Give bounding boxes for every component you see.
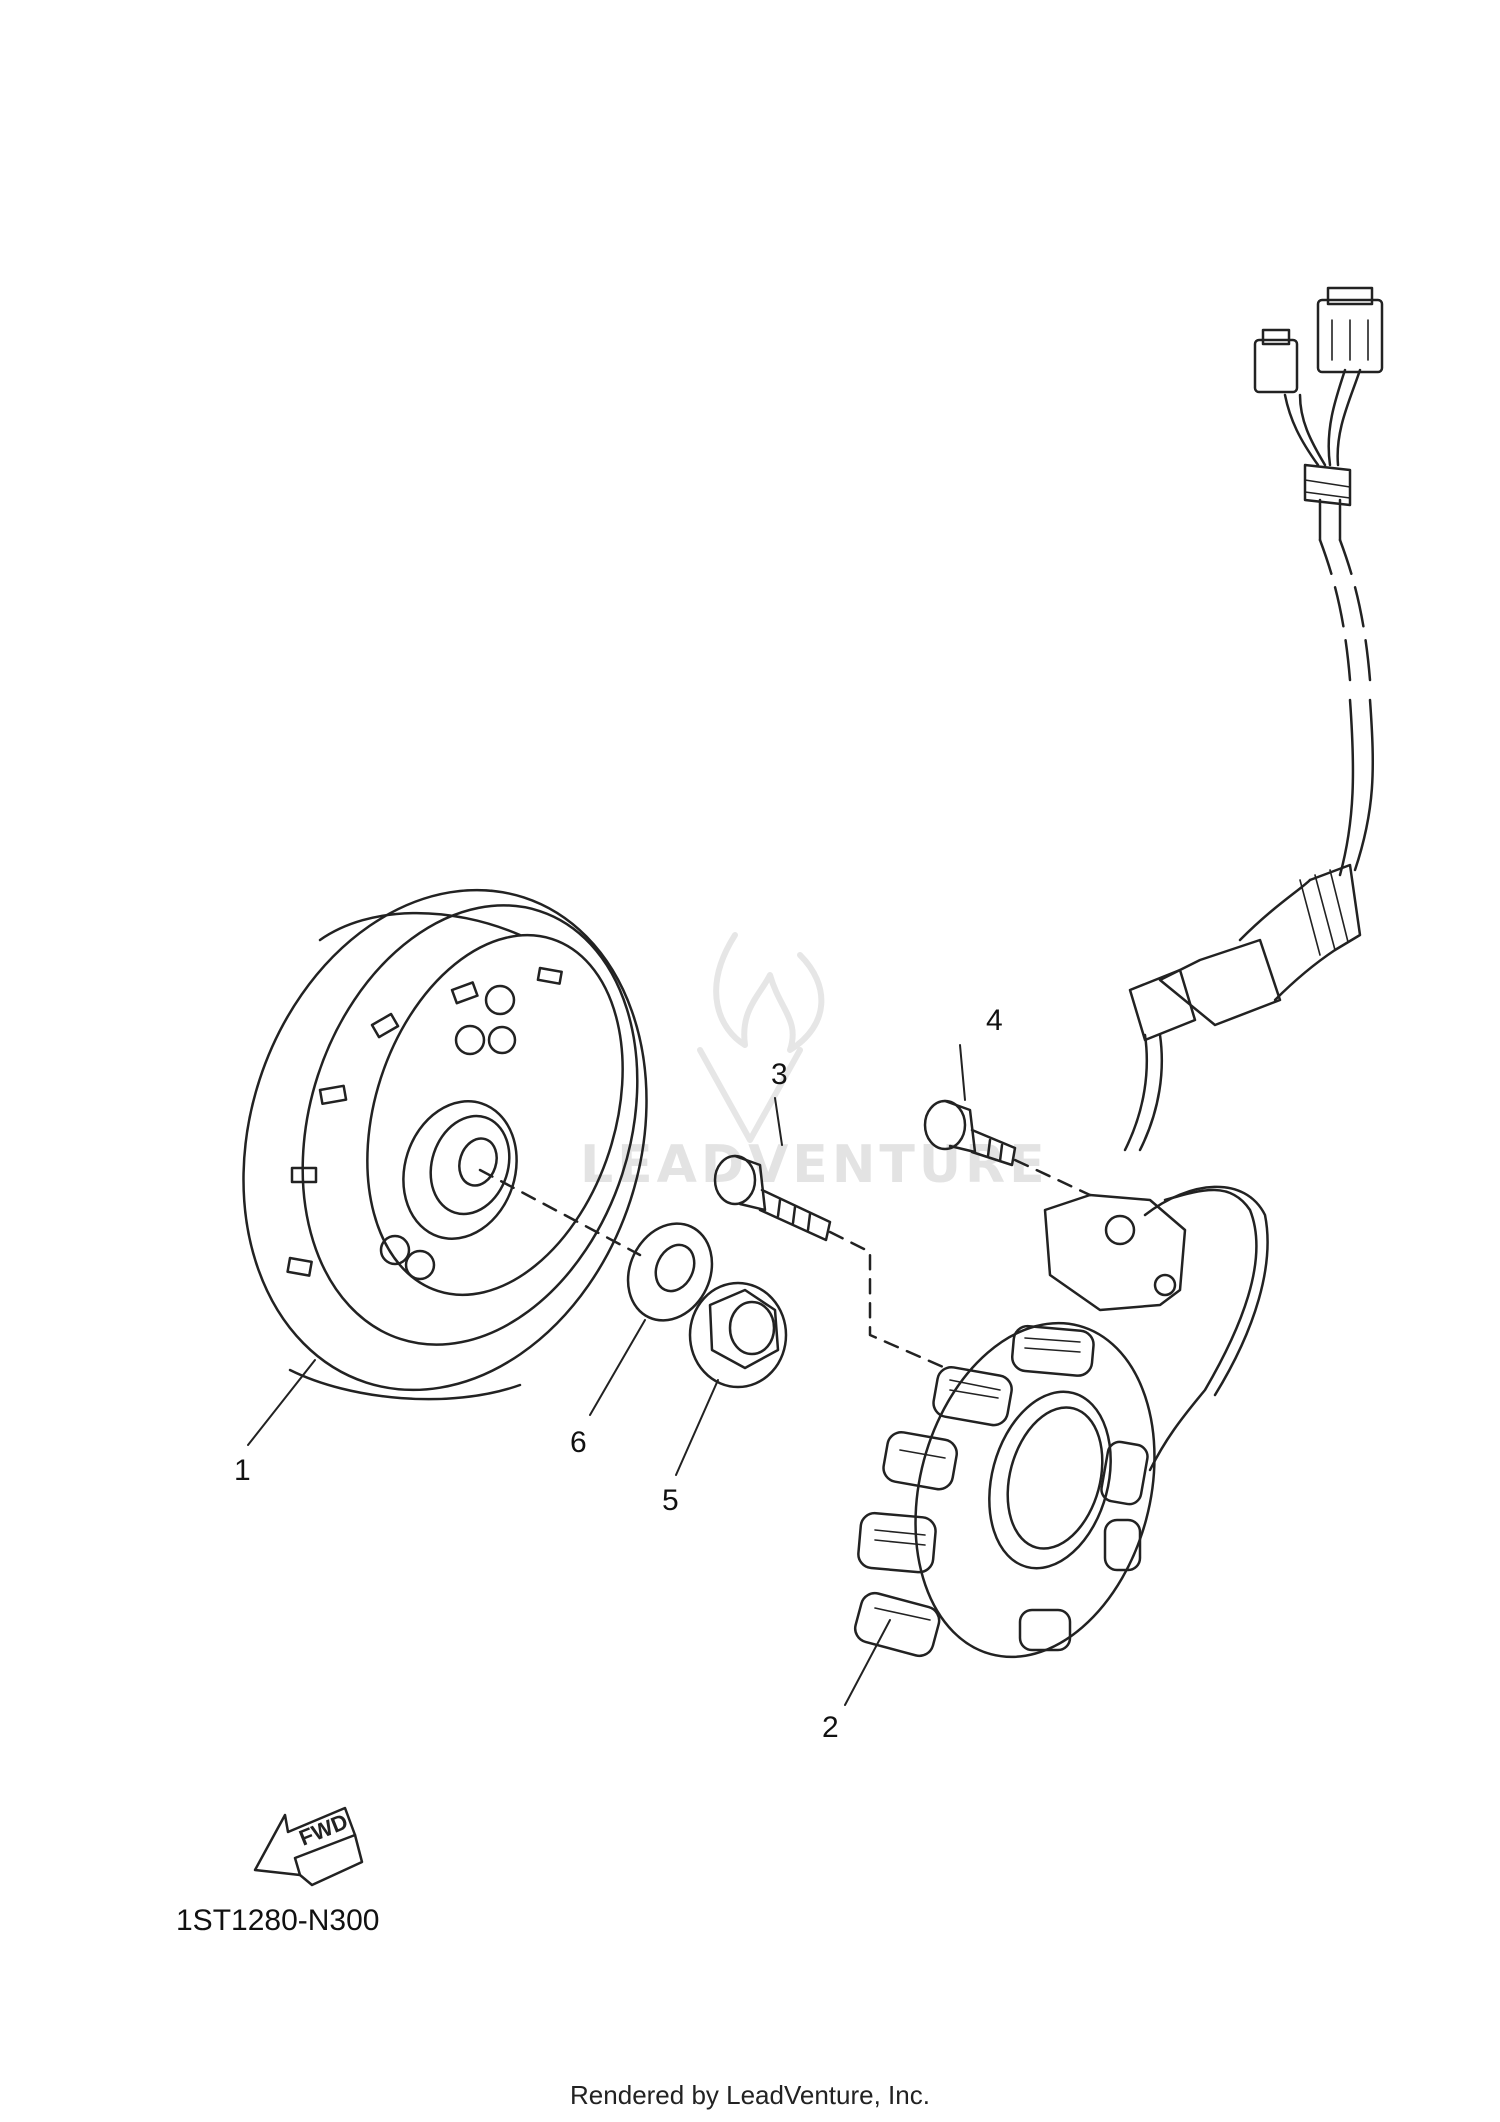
- callout-3: 3: [771, 1058, 788, 1091]
- callout-2: 2: [822, 1711, 839, 1744]
- bolt-part-3: [713, 1154, 832, 1242]
- callout-leader-lines: [247, 1044, 966, 1706]
- assembly-guide-lines: [478, 1158, 1092, 1372]
- footer-credit: Rendered by LeadVenture, Inc.: [570, 2080, 930, 2110]
- watermark-text: LEADVENTURE: [580, 1135, 1049, 1195]
- stator-coil-part: [853, 1321, 1156, 1659]
- pickup-coil-part: [1043, 1193, 1187, 1312]
- callout-6: 6: [570, 1426, 587, 1459]
- wire-harness: [1123, 286, 1384, 1472]
- washer-part: [626, 1222, 714, 1322]
- bolt-part-4: [923, 1099, 1017, 1167]
- callout-5: 5: [662, 1484, 679, 1517]
- callout-1: 1: [234, 1454, 251, 1487]
- fwd-label: FWD: [296, 1809, 352, 1851]
- flange-nut-part: [688, 1281, 788, 1389]
- fwd-arrow-icon: [253, 1806, 364, 1887]
- flywheel-rotor-part: [242, 888, 648, 1401]
- diagram-code: 1ST1280-N300: [176, 1904, 380, 1937]
- callout-4: 4: [986, 1004, 1003, 1037]
- watermark-logo-icon: [697, 932, 825, 1143]
